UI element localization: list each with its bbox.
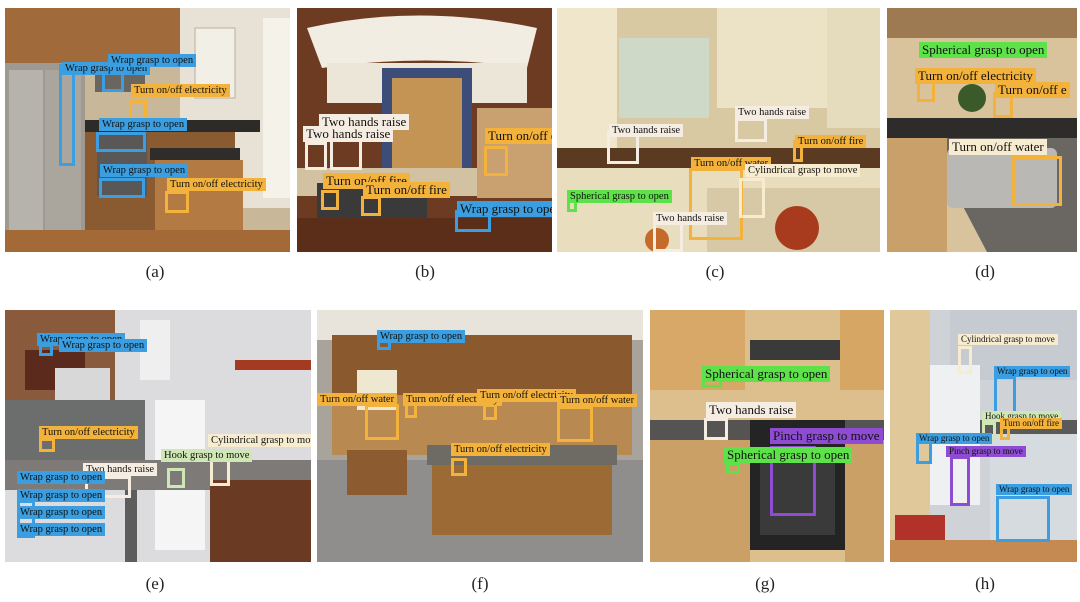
label-cylindrical: Cylindrical grasp to move (958, 334, 1058, 345)
bbox-water (1012, 156, 1062, 206)
label-wrap-grasp: Wrap grasp to open (17, 523, 106, 536)
label-turn-fire: Turn on/off fire (795, 135, 867, 148)
caption-c: (c) (705, 262, 725, 281)
bbox-wrap (994, 376, 1016, 414)
bbox-two-hands (704, 418, 728, 440)
label-wrap-grasp: Wrap grasp to open (99, 118, 188, 131)
label-wrap-grasp: Wrap grasp to open (377, 330, 466, 343)
label-turn-electricity: Turn on/off electricity (915, 68, 1036, 84)
panel-h: Cylindrical grasp to move Wrap grasp to … (890, 310, 1077, 562)
label-pinch-grasp: Pinch grasp to move (770, 428, 883, 444)
bbox-electricity (39, 438, 55, 452)
label-two-hands: Two hands raise (706, 402, 797, 418)
bbox-fire (321, 190, 339, 210)
label-spherical: Spherical grasp to open (567, 190, 672, 203)
panel-g: Spherical grasp to open Two hands raise … (650, 310, 884, 562)
label-wrap-grasp: Wrap grasp to open (916, 433, 993, 444)
label-cylindrical: Cylindrical grasp to move (745, 164, 861, 177)
panel-b: Two hands raise Two hands raise Turn on/… (297, 8, 552, 252)
bbox-cylindrical (210, 458, 230, 486)
bbox-hook (167, 468, 185, 488)
panel-a: Wrap grasp to open Wrap grasp to open Tu… (5, 8, 290, 252)
label-wrap-grasp: Wrap grasp to open (108, 54, 197, 67)
label-hook-grasp: Hook grasp to move (982, 411, 1062, 422)
label-hook-grasp: Hook grasp to move (161, 449, 253, 462)
bbox-water (365, 404, 399, 440)
bbox-electricity (165, 191, 189, 213)
label-two-hands: Two hands raise (303, 126, 394, 142)
bbox-cylindrical (958, 346, 972, 374)
label-turn-electricity: Turn on/off electricity (451, 443, 550, 456)
caption-e: (e) (145, 574, 165, 593)
bbox-wrap (99, 178, 145, 198)
bbox-water (689, 168, 743, 240)
panel-e: Wrap grasp to open Wrap grasp to open Tu… (5, 310, 311, 562)
label-turn-electricity: Turn on/off electricity (39, 426, 138, 439)
label-turn-water: Turn on/off water (557, 394, 638, 407)
bbox-electricity (483, 404, 497, 420)
caption-d: (d) (975, 262, 995, 281)
label-turn-electricity: Turn on/off electricity (167, 178, 266, 191)
label-two-hands: Two hands raise (735, 106, 810, 119)
caption-b: (b) (415, 262, 435, 281)
label-spherical: Spherical grasp to open (724, 447, 853, 463)
bbox-electricity (484, 146, 508, 176)
label-two-hands: Two hands raise (653, 212, 728, 225)
caption-g: (g) (755, 574, 775, 593)
bbox-fire (361, 196, 381, 216)
panel-d: Spherical grasp to open Turn on/off elec… (887, 8, 1077, 252)
caption-a: (a) (145, 262, 165, 281)
caption-h: (h) (975, 574, 995, 593)
bbox-wrap (996, 496, 1050, 542)
bbox-wrap (59, 64, 75, 166)
label-pinch-grasp: Pinch grasp to move (946, 446, 1026, 457)
panel-f: Wrap grasp to open Turn on/off water Tur… (317, 310, 643, 562)
bbox-two-hands (85, 476, 131, 498)
bbox-water (557, 406, 593, 442)
label-wrap-grasp: Wrap grasp to open (17, 506, 106, 519)
label-wrap-grasp: Wrap grasp to open (17, 489, 106, 502)
label-two-hands: Two hands raise (609, 124, 684, 137)
label-spherical: Spherical grasp to open (702, 366, 831, 382)
label-wrap-grasp: Wrap grasp to open (994, 366, 1071, 377)
label-wrap-grasp: Wrap grasp to open (996, 484, 1073, 495)
label-turn-fire: Turn on/off fire (1000, 418, 1062, 429)
label-wrap-grasp: Wrap grasp to open (17, 471, 106, 484)
label-cylindrical: Cylindrical grasp to move (208, 434, 311, 447)
label-spherical: Spherical grasp to open (919, 42, 1048, 58)
kitchen-photo-a (5, 8, 290, 252)
label-turn-electricity: Turn on/off e (995, 82, 1070, 98)
label-wrap-grasp: Wrap grasp to ope (457, 201, 552, 217)
bbox-electricity (451, 458, 467, 476)
bbox-pinch (950, 456, 970, 506)
bbox-spherical (726, 462, 740, 474)
label-turn-water: Turn on/off water (317, 393, 398, 406)
label-turn-electricity: Turn on/off electricity (477, 389, 576, 402)
label-turn-electricity: Turn on/off electricity (131, 84, 230, 97)
caption-f: (f) (471, 574, 489, 593)
bbox-two-hands (735, 118, 767, 142)
label-wrap-grasp: Wrap grasp to open (100, 164, 189, 177)
bbox-wrap (96, 132, 146, 152)
panel-c: Two hands raise Two hands raise Turn on/… (557, 8, 880, 252)
bbox-cylindrical (739, 178, 765, 218)
kitchen-photo-f (317, 310, 643, 562)
label-turn-electricity: Turn on/off elec (485, 128, 552, 144)
label-wrap-grasp: Wrap grasp to open (59, 339, 148, 352)
label-turn-water: Turn on/off water (949, 139, 1047, 155)
bbox-two-hands (305, 142, 327, 170)
label-turn-fire: Turn on/off fire (363, 182, 450, 198)
